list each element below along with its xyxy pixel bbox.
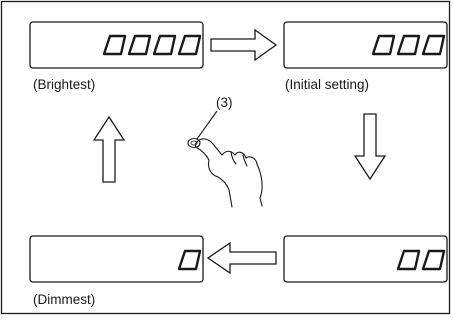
display-digit-zero [421, 34, 446, 56]
button-icon [187, 137, 201, 149]
display-digit-zero [421, 249, 446, 271]
display-digit-zero [127, 34, 152, 56]
panel-label-brightest: (Brightest) [33, 77, 95, 92]
arrow-down-icon [353, 113, 387, 181]
display-panel-brightest [29, 21, 204, 69]
segment-readout-2-digits [396, 249, 446, 271]
display-digit-zero [371, 34, 396, 56]
display-panel-initial-setting [283, 21, 448, 69]
display-panel-middle [283, 235, 448, 283]
display-digit-zero [102, 34, 127, 56]
display-digit-zero [396, 249, 421, 271]
display-digit-zero [152, 34, 177, 56]
arrow-up-icon [92, 115, 126, 183]
segment-readout-3-digits [371, 34, 446, 56]
display-digit-zero [396, 34, 421, 56]
display-panel-dimmest [29, 235, 204, 283]
segment-readout-4-digits [102, 34, 202, 56]
display-digit-zero [177, 34, 202, 56]
button-callout-label: (3) [216, 95, 233, 110]
outer-frame [0, 0, 451, 315]
arrow-left-icon [206, 241, 277, 275]
segment-readout-1-digit [177, 249, 202, 271]
panel-label-dimmest: (Dimmest) [33, 292, 95, 307]
callout-leader-line [196, 110, 218, 140]
pointing-hand-icon [194, 138, 263, 208]
panel-label-initial-setting: (Initial setting) [285, 77, 369, 92]
display-digit-zero [177, 249, 202, 271]
arrow-right-icon [210, 28, 278, 62]
